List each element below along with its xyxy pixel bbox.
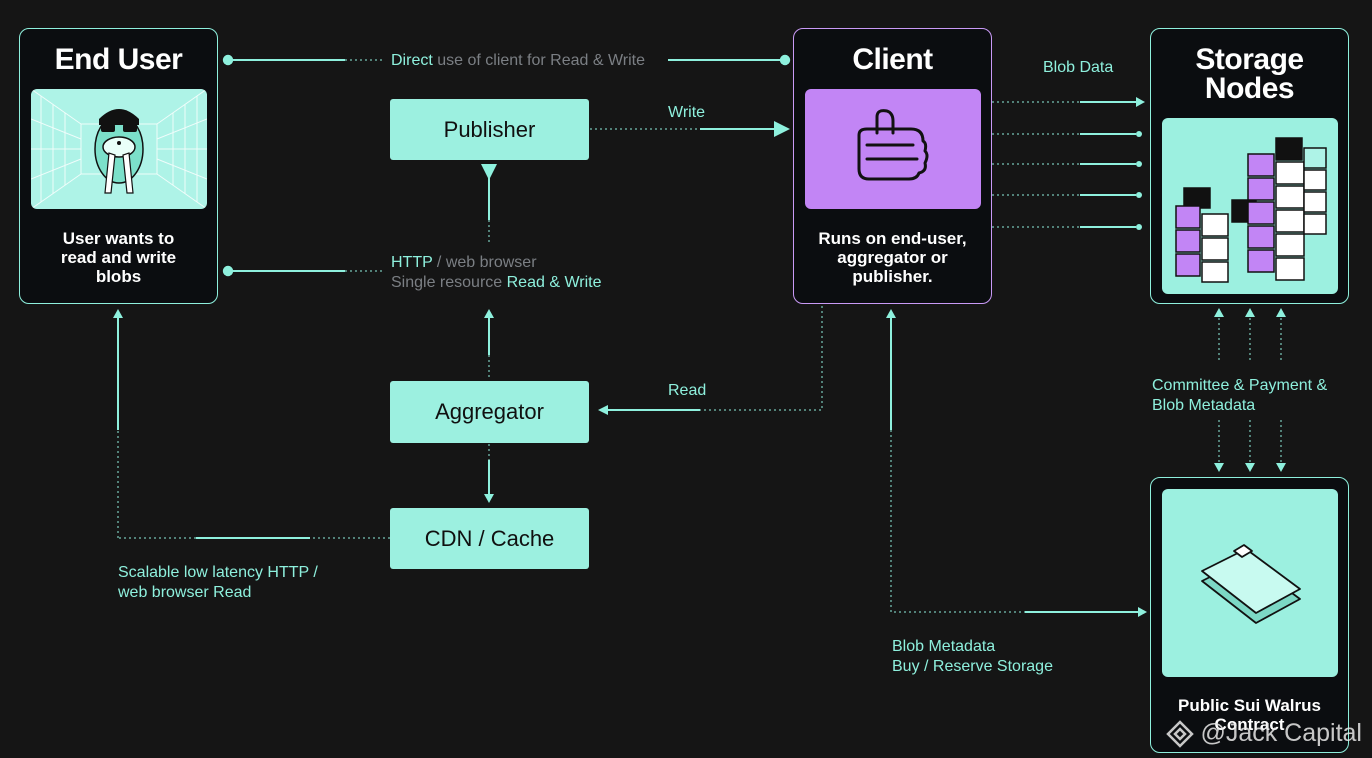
blob-metadata-label: Blob Metadata Buy / Reserve Storage [892,638,1053,675]
contract-card: Public Sui Walrus Contract [1150,477,1349,753]
http-browser-label: HTTP / web browser Single resource Read … [391,254,602,291]
diamond-logo-icon [1166,719,1195,748]
stacked-cubes-illustration [1162,118,1338,294]
scalable-read-label: Scalable low latency HTTP / web browser … [118,564,318,601]
client-title: Client [852,43,933,76]
end-user-card: End User User wants to read and write bl… [19,28,218,304]
client-illustration-panel [805,89,981,209]
cdn-cache-node: CDN / Cache [390,508,589,569]
walrus-with-sunglasses-illustration [31,89,207,209]
storage-nodes-card: Storage Nodes [1150,28,1349,304]
blob-data-label: Blob Data [1043,59,1114,76]
watermark: @Jack Capital [1166,719,1362,748]
cdn-enduser-link [113,309,390,539]
committee-payment-label: Committee & Payment & Blob Metadata [1152,377,1328,414]
client-card: Client Runs on end-user, aggregator or p… [793,28,992,304]
contract-title: Public Sui Walrus Contract [1178,696,1321,734]
stacked-sheets-illustration [1162,489,1338,677]
blob-data-links [992,97,1145,230]
client-contract-link [886,309,1147,617]
publisher-node: Publisher [390,99,589,160]
thumbs-up-icon [857,109,929,181]
publisher-up-link [481,164,497,380]
aggregator-cdn-link [484,444,494,503]
write-label: Write [668,104,706,121]
client-description: Runs on end-user, aggregator or publishe… [818,229,967,286]
read-label: Read [668,382,707,399]
direct-use-label: Direct use of client for Read & Write [391,52,646,69]
aggregator-node: Aggregator [390,381,589,443]
end-user-title: End User [54,43,183,76]
committee-links [1214,308,1286,472]
read-link [598,306,823,415]
end-user-description: User wants to read and write blobs [60,229,177,286]
storage-nodes-title: Storage Nodes [1195,43,1304,105]
watermark-text: @Jack Capital [1200,719,1362,747]
